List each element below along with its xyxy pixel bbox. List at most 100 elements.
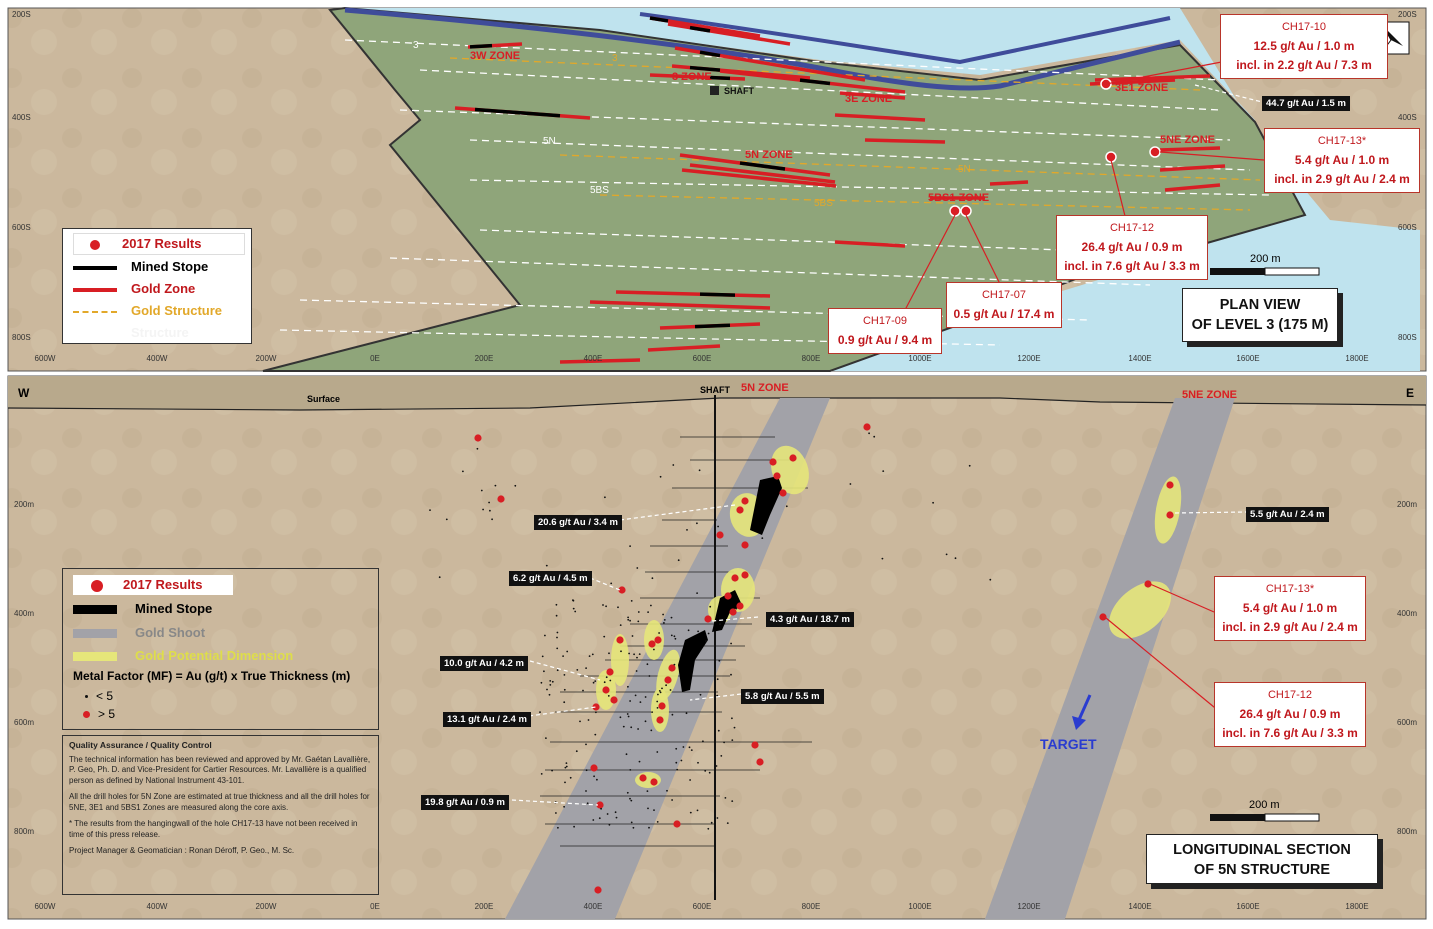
legend-gold-zone: Gold Zone — [73, 279, 195, 299]
gold-potential-area — [635, 772, 661, 788]
result-dot — [610, 696, 618, 704]
callout-hole-id: CH17-07 — [981, 289, 1027, 301]
east-label: E — [1406, 386, 1415, 400]
small-dot — [673, 663, 676, 666]
zone-label-3e: 3E ZONE — [845, 93, 893, 105]
plan-y-tick-left: 400S — [12, 113, 31, 122]
small-dot — [627, 618, 630, 621]
callout-hole-id: CH17-12 — [1109, 222, 1155, 234]
small-dot — [648, 675, 651, 677]
small-dot — [545, 564, 548, 567]
small-dot — [563, 674, 566, 676]
structure-line — [559, 154, 1261, 181]
plan-y-tick-right: 400S — [1398, 113, 1417, 122]
red-small-dot-icon — [83, 711, 90, 719]
small-dot — [617, 606, 619, 609]
small-dot — [715, 765, 718, 767]
section-x-tick: 1800E — [1345, 902, 1369, 911]
small-dot — [562, 655, 564, 657]
small-dot — [600, 807, 602, 810]
small-dot — [968, 464, 971, 467]
zone-label-3: 3 ZONE — [672, 71, 712, 83]
small-dot — [585, 769, 588, 772]
small-dot — [687, 629, 690, 632]
small-dot — [586, 802, 589, 805]
legend-potential: Gold Potential Dimension — [73, 646, 293, 666]
small-dot — [605, 605, 607, 608]
result-dot — [949, 205, 961, 217]
leader-line — [528, 706, 597, 717]
gold-zone-segment — [1159, 164, 1226, 172]
longitudinal-section — [7, 375, 1427, 920]
plan-y-tick-right: 600S — [1398, 223, 1417, 232]
small-dot — [576, 669, 579, 671]
result-dot — [789, 454, 797, 462]
small-dot — [644, 696, 647, 698]
small-dot — [620, 650, 622, 653]
small-dot — [882, 470, 885, 472]
plan-x-tick: 600E — [692, 354, 712, 363]
small-dot — [627, 685, 629, 688]
small-dot — [565, 762, 568, 764]
grade-tag: 13.1 g/t Au / 2.4 m — [443, 712, 531, 727]
small-dot — [622, 725, 625, 728]
result-dot — [769, 458, 777, 466]
small-dot — [476, 447, 479, 450]
small-dot — [735, 607, 738, 610]
west-label: W — [18, 386, 30, 400]
plan-x-tick: 400W — [146, 354, 168, 363]
zone-label-3e1: 3E1 ZONE — [1115, 82, 1169, 94]
small-dot — [662, 613, 664, 616]
small-dot — [716, 678, 719, 681]
small-dot — [514, 484, 517, 487]
leader-line — [904, 214, 956, 311]
small-dot — [704, 770, 707, 772]
plan-x-tick: 1400E — [1128, 354, 1152, 363]
mined-stope-segment — [694, 323, 731, 329]
small-dot — [619, 716, 622, 719]
small-dot — [647, 807, 649, 810]
plan-y-tick-left: 800S — [12, 333, 31, 342]
small-dot — [628, 652, 630, 655]
small-dot — [868, 432, 870, 435]
small-dot — [659, 475, 662, 478]
surface-label: Surface — [307, 394, 341, 404]
small-dot — [563, 701, 566, 704]
result-dot — [736, 602, 744, 610]
shaft-marker — [710, 86, 719, 95]
section-title-line2: OF 5N STRUCTURE — [1193, 862, 1331, 878]
small-dot — [603, 635, 606, 638]
small-dot — [556, 669, 559, 672]
target-label: TARGET — [1040, 736, 1097, 752]
white-dash-icon — [73, 332, 117, 335]
plan-callout-ch17-13: CH17-13* 5.4 g/t Au / 1.0 m incl. in 2.9… — [1264, 128, 1420, 193]
structure-line — [599, 194, 1251, 211]
result-dot — [592, 703, 600, 711]
section-x-tick: 1000E — [908, 902, 932, 911]
small-dot — [709, 605, 712, 608]
small-dot — [677, 559, 680, 562]
small-dot — [491, 518, 493, 521]
section-x-tick: 1600E — [1236, 902, 1260, 911]
result-dot — [724, 592, 732, 600]
small-dot — [651, 711, 653, 713]
callout-hole-id: CH17-13* — [1265, 583, 1315, 595]
leader-line — [1174, 511, 1247, 514]
small-dot — [574, 610, 577, 613]
gold-zone-segment — [1164, 183, 1221, 192]
small-dot — [731, 717, 733, 720]
result-dot — [704, 615, 712, 623]
small-dot — [594, 680, 597, 682]
small-dot — [482, 508, 484, 511]
structure-line — [389, 257, 1151, 286]
small-dot — [585, 790, 587, 792]
small-dot — [698, 469, 701, 472]
mined-stope-3 — [678, 630, 708, 692]
plan-x-tick: 1000E — [908, 354, 932, 363]
small-dot — [585, 743, 587, 746]
small-dot — [671, 713, 674, 716]
small-dot — [733, 726, 736, 729]
section-zone-5n: 5N ZONE — [741, 382, 789, 394]
black-bar-icon — [73, 605, 117, 615]
small-dot — [592, 681, 595, 684]
